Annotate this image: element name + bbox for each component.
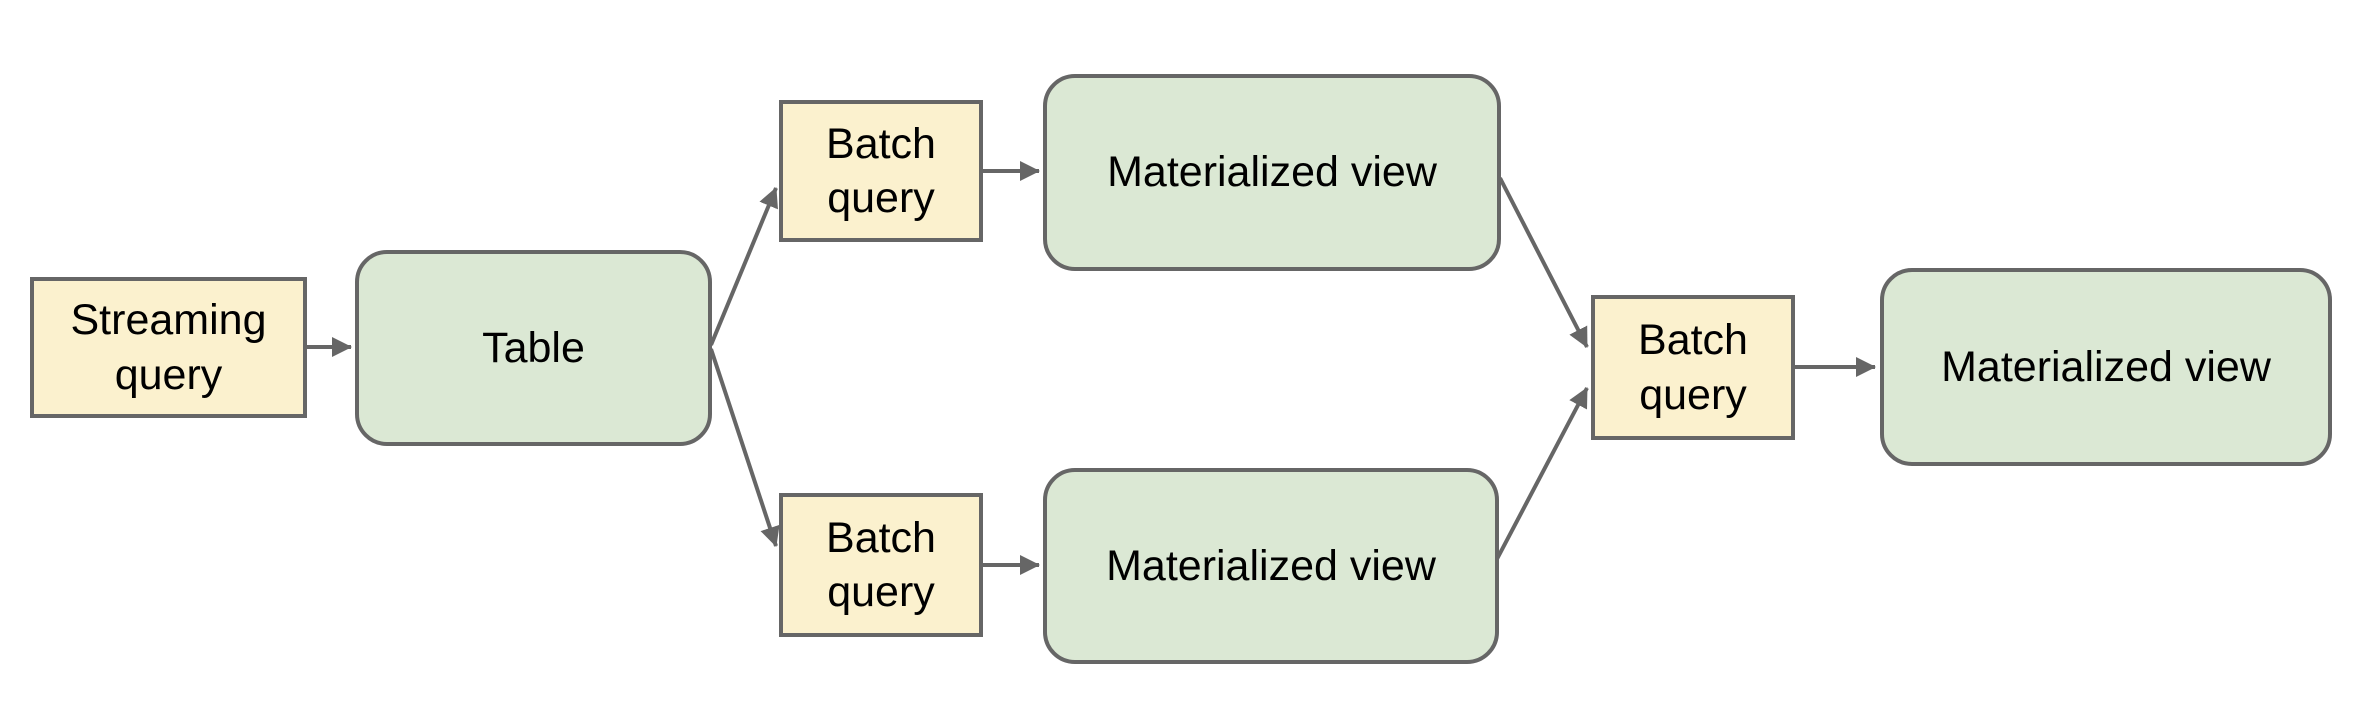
node-table-label: Table — [482, 323, 585, 372]
node-streaming-query: Streaming query — [30, 277, 307, 418]
edge-mv-bottom-to-batch-query-right — [1495, 387, 1589, 560]
node-materialized-view-right: Materialized view — [1880, 268, 2332, 466]
node-materialized-view-bottom-label: Materialized view — [1106, 541, 1436, 590]
node-table: Table — [355, 250, 712, 446]
node-batch-query-bottom-label: Batch query — [826, 513, 936, 616]
edge-mv-top-to-batch-query-right — [1498, 177, 1589, 348]
node-batch-query-top-label: Batch query — [826, 119, 936, 222]
edge-table-to-batch-query-bottom — [709, 348, 780, 547]
edge-table-to-batch-query-top — [709, 187, 778, 346]
node-materialized-view-right-label: Materialized view — [1941, 342, 2271, 391]
node-batch-query-right-label: Batch query — [1638, 316, 1748, 419]
node-materialized-view-top-label: Materialized view — [1107, 148, 1437, 197]
node-batch-query-top: Batch query — [779, 100, 983, 242]
node-materialized-view-bottom: Materialized view — [1043, 468, 1499, 664]
node-batch-query-bottom: Batch query — [779, 493, 983, 637]
node-streaming-query-label: Streaming query — [70, 296, 267, 399]
node-materialized-view-top: Materialized view — [1043, 74, 1501, 271]
node-batch-query-right: Batch query — [1591, 295, 1795, 440]
